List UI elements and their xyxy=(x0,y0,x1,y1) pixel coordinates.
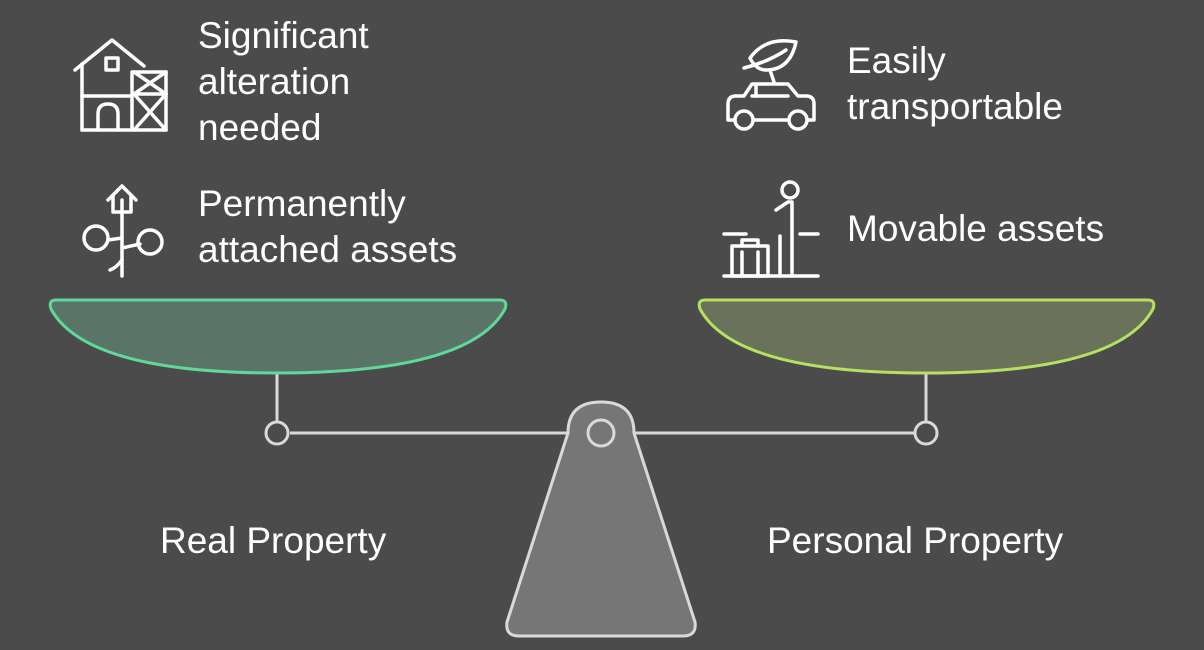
house-under-construction-icon xyxy=(72,36,168,136)
person-with-luggage-icon xyxy=(718,180,822,280)
alteration-line-1: Significant xyxy=(198,15,369,56)
attached-line-2: attached assets xyxy=(198,229,458,270)
real-property-title: Real Property xyxy=(160,520,387,561)
alteration-line-3: needed xyxy=(198,107,322,148)
alteration-line-2: alteration xyxy=(198,61,351,102)
alteration-needed-text: Significant alteration needed xyxy=(198,13,369,151)
easily-transportable-text: Easily transportable xyxy=(847,38,1063,130)
left-scale-pan xyxy=(48,298,508,375)
transportable-line-1: Easily xyxy=(847,40,946,81)
left-beam-pivot xyxy=(264,420,290,446)
right-beam-pivot xyxy=(913,420,939,446)
movable-assets-line-1: Movable assets xyxy=(847,208,1105,249)
permanently-attached-text: Permanently attached assets xyxy=(198,181,457,273)
movable-assets-text: Movable assets xyxy=(847,206,1104,252)
right-scale-pan xyxy=(697,298,1156,375)
scale-fulcrum xyxy=(505,400,697,638)
transportable-line-2: transportable xyxy=(847,86,1063,127)
attached-line-1: Permanently xyxy=(198,183,406,224)
car-with-leaf-icon xyxy=(722,36,818,136)
fulcrum-pivot xyxy=(586,418,616,448)
personal-property-title: Personal Property xyxy=(767,520,1064,561)
rooted-tree-plant-icon xyxy=(80,182,164,278)
